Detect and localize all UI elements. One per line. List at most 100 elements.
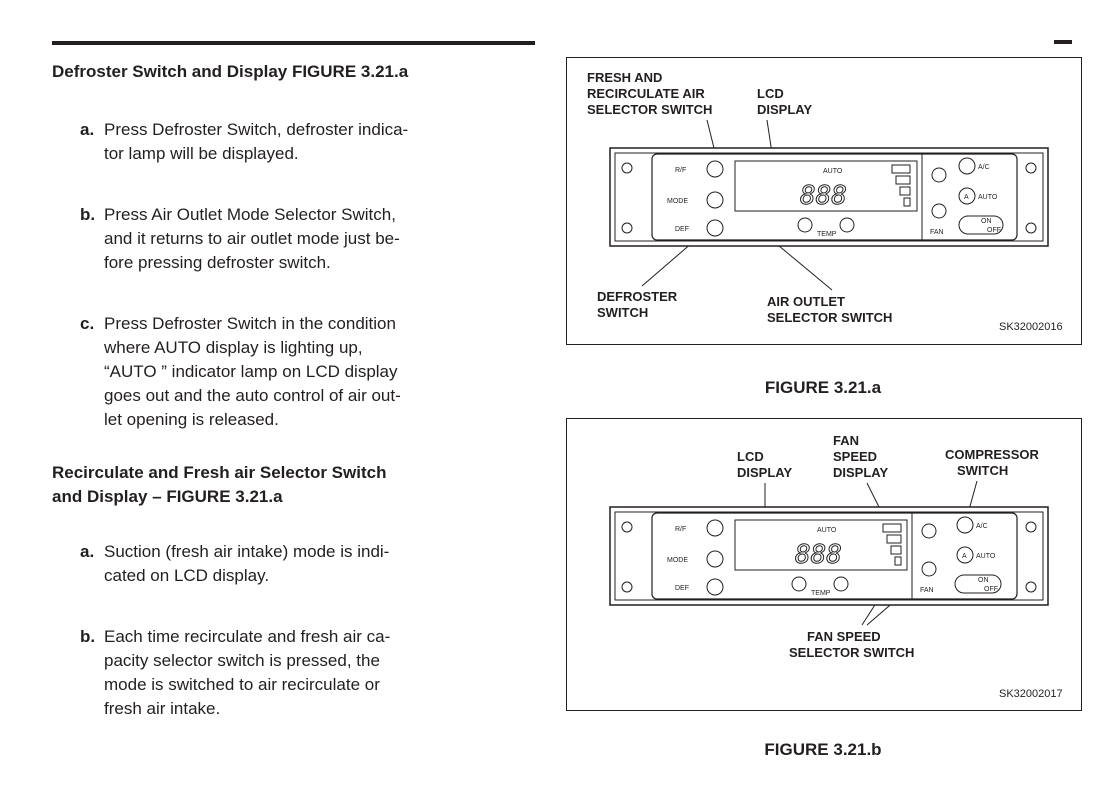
rf-button[interactable] — [706, 519, 724, 537]
section-heading-recirculate: Recirculate and Fresh air Selector Switc… — [52, 461, 386, 509]
mount-hole-icon — [1025, 521, 1037, 533]
item-text: Press Defroster Switch, defroster indica… — [104, 120, 409, 163]
callout-defroster-line: SWITCH — [597, 305, 648, 320]
mount-hole-icon — [1025, 162, 1037, 174]
off-label: OFF — [984, 586, 998, 593]
callout-fresh-line: RECIRCULATE AIR — [587, 86, 705, 101]
item-label: b. — [80, 627, 96, 646]
ac-label: A/C — [978, 164, 990, 171]
def-button[interactable] — [706, 578, 724, 596]
mount-hole-icon — [1025, 581, 1037, 593]
rf-label: R/F — [675, 526, 686, 533]
callout-fan-selector-line: FAN SPEED — [807, 629, 881, 644]
top-rule — [52, 41, 535, 45]
section-heading-line: and Display – FIGURE 3.21.a — [52, 487, 283, 506]
off-label: OFF — [987, 227, 1001, 234]
callout-lcd-line: DISPLAY — [757, 102, 812, 117]
temp-label: TEMP — [811, 590, 831, 597]
fan-label: FAN — [930, 229, 944, 236]
temp-down-button[interactable] — [797, 217, 813, 233]
lcd-digits: 888 — [795, 540, 842, 570]
item-text: Press Defroster Switch in the condition … — [104, 314, 401, 429]
figure-a-drawing: FRESH AND RECIRCULATE AIR SELECTOR SWITC… — [587, 70, 1063, 333]
on-off-button[interactable] — [958, 215, 1004, 235]
rf-button[interactable] — [706, 160, 724, 178]
mount-hole-icon — [621, 222, 633, 234]
mount-hole-icon — [621, 581, 633, 593]
fan-speed-bars-icon — [891, 164, 911, 207]
list-item: c. Press Defroster Switch in the conditi… — [80, 312, 536, 432]
callout-fresh-line: FRESH AND — [587, 70, 662, 85]
figure-code: SK32002017 — [999, 688, 1063, 700]
figure-b-caption: FIGURE 3.21.b — [764, 740, 882, 759]
figure-b-drawing: LCD DISPLAY FAN SPEED DISPLAY COMPRESSOR… — [609, 433, 1063, 700]
section-heading-line: Recirculate and Fresh air Selector Switc… — [52, 463, 387, 482]
figure-3-21-a: FRESH AND RECIRCULATE AIR SELECTOR SWITC… — [566, 57, 1082, 345]
auto-button[interactable] — [956, 546, 974, 564]
mode-button[interactable] — [706, 550, 724, 568]
callout-fresh-line: SELECTOR SWITCH — [587, 102, 712, 117]
temp-up-button[interactable] — [833, 576, 849, 592]
fan-up-button[interactable] — [921, 523, 937, 539]
lcd-screen — [734, 160, 918, 212]
mount-hole-icon — [621, 162, 633, 174]
on-label: ON — [978, 577, 989, 584]
item-text: Suction (fresh air intake) mode is indi-… — [104, 542, 390, 585]
callout-lcd-line: LCD — [757, 86, 784, 101]
control-panel: R/F MODE DEF AUTO 888 TEMP FAN A/C — [609, 506, 1049, 606]
on-label: ON — [981, 218, 992, 225]
callout-compressor-line: SWITCH — [957, 463, 1008, 478]
callout-compressor-line: COMPRESSOR — [945, 447, 1040, 462]
mount-hole-icon — [1025, 222, 1037, 234]
auto-button-symbol: A — [962, 553, 967, 560]
lcd-auto-indicator: AUTO — [823, 168, 843, 175]
callout-outlet-line: AIR OUTLET — [767, 294, 845, 309]
mount-hole-icon — [621, 521, 633, 533]
auto-button-label: AUTO — [978, 194, 998, 201]
section-heading-defroster: Defroster Switch and Display FIGURE 3.21… — [52, 62, 409, 81]
callout-fan-line: SPEED — [833, 449, 877, 464]
item-label: c. — [80, 314, 95, 333]
ac-label: A/C — [976, 523, 988, 530]
ac-button[interactable] — [958, 157, 976, 175]
rf-label: R/F — [675, 167, 686, 174]
lcd-auto-indicator: AUTO — [817, 527, 837, 534]
callout-fan-line: DISPLAY — [833, 465, 888, 480]
list-item: b. Each time recirculate and fresh air c… — [80, 625, 536, 721]
item-label: a. — [80, 120, 95, 139]
mode-label: MODE — [667, 557, 688, 564]
lcd-screen — [734, 519, 908, 571]
callout-lcd-line: LCD — [737, 449, 764, 464]
on-off-button[interactable] — [954, 574, 1002, 594]
callout-outlet-line: SELECTOR SWITCH — [767, 310, 892, 325]
fan-up-button[interactable] — [931, 167, 947, 183]
callout-fan-selector-line: SELECTOR SWITCH — [789, 645, 914, 660]
figure-3-21-b: LCD DISPLAY FAN SPEED DISPLAY COMPRESSOR… — [566, 418, 1082, 711]
temp-up-button[interactable] — [839, 217, 855, 233]
fan-down-button[interactable] — [921, 561, 937, 577]
item-text: Press Air Outlet Mode Selector Switch, a… — [104, 205, 400, 272]
figure-a-caption: FIGURE 3.21.a — [764, 378, 882, 397]
callout-defroster-line: DEFROSTER — [597, 289, 678, 304]
auto-button-label: AUTO — [976, 553, 996, 560]
page-dash-mark — [1054, 40, 1072, 44]
item-label: a. — [80, 542, 95, 561]
def-label: DEF — [675, 226, 689, 233]
temp-down-button[interactable] — [791, 576, 807, 592]
auto-button[interactable] — [958, 187, 976, 205]
item-label: b. — [80, 205, 96, 224]
fan-speed-bars-icon — [882, 523, 902, 566]
mode-button[interactable] — [706, 191, 724, 209]
temp-label: TEMP — [817, 231, 837, 238]
def-button[interactable] — [706, 219, 724, 237]
list-item: a. Press Defroster Switch, defroster ind… — [80, 118, 536, 166]
callout-fan-line: FAN — [833, 433, 859, 448]
ac-button[interactable] — [956, 516, 974, 534]
figure-code: SK32002016 — [999, 321, 1063, 333]
list-item: a. Suction (fresh air intake) mode is in… — [80, 540, 536, 588]
control-panel: R/F MODE DEF AUTO 888 TEMP FAN — [609, 147, 1049, 247]
fan-down-button[interactable] — [931, 203, 947, 219]
item-text: Each time recirculate and fresh air ca- … — [104, 627, 391, 718]
mode-label: MODE — [667, 198, 688, 205]
auto-button-symbol: A — [964, 194, 969, 201]
